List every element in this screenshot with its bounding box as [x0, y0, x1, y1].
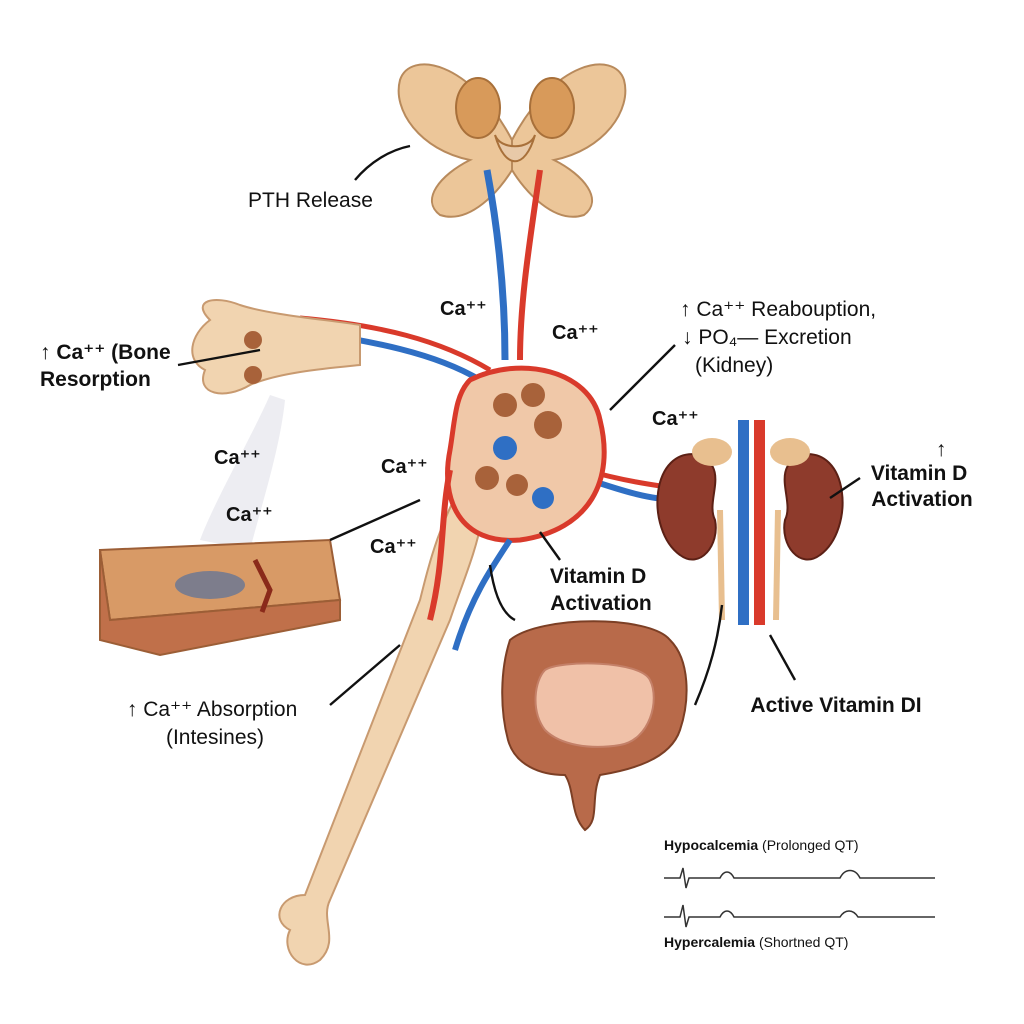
ion-label: Ca⁺⁺: [381, 456, 428, 478]
ion-label: Ca⁺⁺: [440, 298, 487, 320]
label-vitamin-d-kidney: ↑ Vitamin D Activation: [871, 438, 973, 511]
resorption-dust-stream: [200, 395, 285, 550]
pointer-arrows: [177, 144, 861, 706]
ecg-trace-shortened: [664, 904, 935, 928]
upper-bone: [191, 299, 361, 395]
label-vitamin-d-center: Vitamin D Activation: [550, 565, 652, 615]
intestines: [501, 620, 688, 832]
ion-label: Ca⁺⁺: [370, 536, 417, 558]
ion-label: Ca⁺⁺: [226, 504, 273, 526]
label-kidney-reabsorption: ↑ Ca⁺⁺ Reabouption, ↓ PO₄— Excretion (Ki…: [680, 298, 882, 377]
ecg-hypercalcemia-label: Hypercalemia (Shortned QT): [664, 934, 848, 950]
label-bone-resorption: ↑ Ca⁺⁺ (Bone Resorption: [40, 341, 177, 391]
ecg-inset: Hypocalcemia (Prolonged QT) Hypercalemia…: [664, 837, 935, 950]
label-active-vitamin-d: Active Vitamin DI: [750, 694, 921, 717]
long-bone: [278, 468, 484, 966]
ion-label: Ca⁺⁺: [552, 322, 599, 344]
label-intestine-absorption: ↑ Ca⁺⁺ Absorption (Intesines): [127, 698, 303, 749]
central-blood-pool: [427, 365, 607, 651]
ecg-trace-prolonged: [664, 867, 935, 889]
ion-label: Ca⁺⁺: [214, 447, 261, 469]
parathyroid-gland: [397, 63, 627, 218]
bone-tissue-block: [98, 538, 342, 657]
ecg-hypocalcemia-label: Hypocalcemia (Prolonged QT): [664, 837, 859, 853]
kidneys: [656, 420, 844, 625]
label-pth-release: PTH Release: [248, 189, 373, 212]
ion-label: Ca⁺⁺: [652, 408, 699, 430]
